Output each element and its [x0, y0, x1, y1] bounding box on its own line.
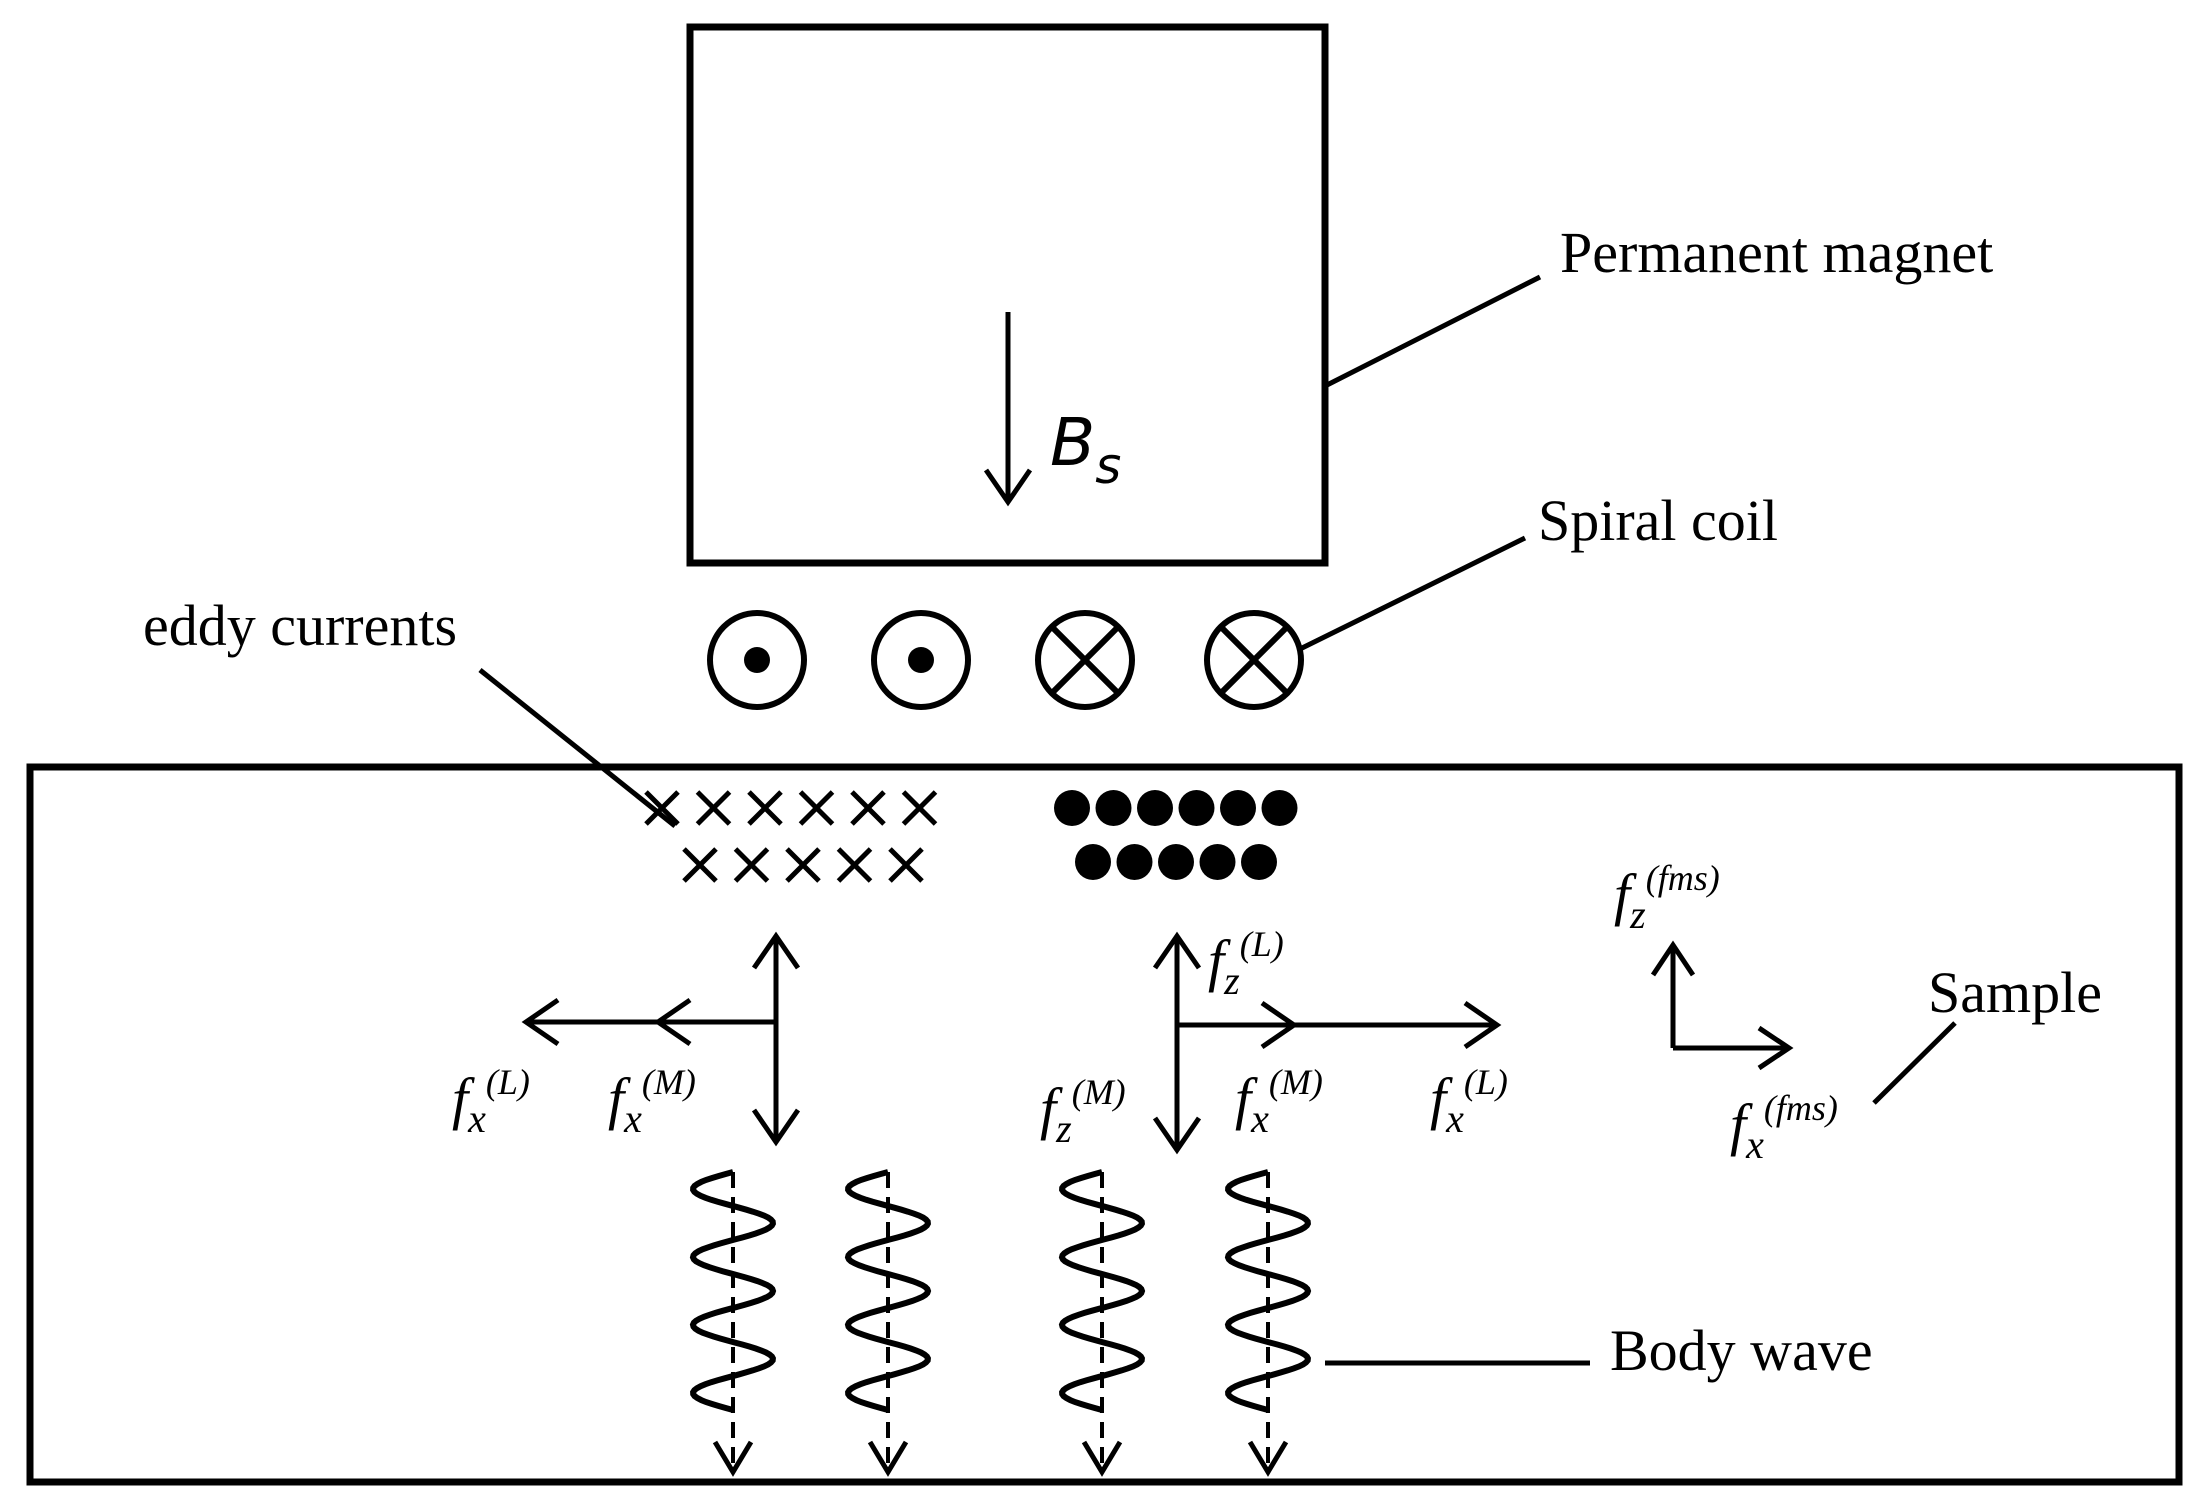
eddy-current-into-page-group — [644, 790, 938, 883]
eddy-currents-label: eddy currents — [143, 593, 457, 658]
eddy-cross-mark — [785, 847, 821, 883]
eddy-dot-mark — [1178, 790, 1215, 826]
body-wave-group — [689, 1169, 1312, 1477]
fx-M-right-label: fx(M) — [1235, 1062, 1323, 1141]
right-force-vectors — [1152, 931, 1502, 1155]
coil-conductor-4 — [1204, 610, 1304, 710]
coil-conductor-1 — [707, 610, 807, 710]
spiral-coil-label: Spiral coil — [1538, 488, 1778, 553]
eddy-cross-mark — [850, 790, 886, 826]
body-wave — [1058, 1169, 1146, 1477]
eddy-dot-mark — [1054, 790, 1090, 826]
coil-conductor-2 — [871, 610, 971, 710]
sample-label: Sample — [1928, 960, 2102, 1025]
field-label: Bs — [1050, 404, 1121, 495]
body-wave — [689, 1169, 777, 1477]
fms-axes — [1650, 940, 1794, 1071]
fx-L-right-label: fx(L) — [1430, 1062, 1508, 1141]
left-force-vectors — [521, 931, 801, 1147]
eddy-dot-mark — [1075, 844, 1111, 880]
eddy-cross-mark — [901, 790, 938, 826]
eddy-dot-mark — [1241, 844, 1277, 880]
permanent-magnet-block — [686, 23, 1329, 567]
eddy-dot-mark — [1199, 844, 1236, 880]
body-wave — [844, 1169, 932, 1477]
magnet-leader-line — [1325, 274, 1542, 388]
eddy-dot-mark — [1220, 790, 1256, 826]
eddy-cross-mark — [644, 790, 680, 826]
body-wave-label: Body wave — [1610, 1318, 1873, 1383]
eddy-cross-mark — [733, 847, 770, 883]
sample-block — [26, 763, 2183, 1486]
permanent-magnet-label: Permanent magnet — [1560, 220, 1993, 285]
body-wave — [1224, 1169, 1312, 1477]
eddy-dot-mark — [1261, 790, 1298, 826]
eddy-dot-mark — [1158, 844, 1194, 880]
eddy-dot-mark — [1137, 790, 1173, 826]
eddy-cross-mark — [682, 847, 718, 883]
eddy-cross-mark — [836, 847, 873, 883]
eddy-current-out-of-page-group — [1054, 790, 1298, 880]
fz-L-label: fz(L) — [1208, 924, 1284, 1003]
sample-leader-line — [1872, 1021, 1957, 1105]
eddy-dot-mark — [1116, 844, 1153, 880]
eddy-cross-mark — [798, 790, 835, 826]
eddy-cross-mark — [747, 790, 783, 826]
fx-L-left-label: fx(L) — [452, 1062, 530, 1141]
eddy-cross-mark — [888, 847, 924, 883]
coil-conductor-3 — [1035, 610, 1135, 710]
fx-fms-label: fx(fms) — [1730, 1088, 1838, 1167]
fx-M-left-label: fx(M) — [608, 1062, 696, 1141]
eddy-cross-mark — [695, 790, 732, 826]
fz-fms-label: fz(fms) — [1614, 858, 1720, 937]
fz-M-label: fz(M) — [1040, 1072, 1126, 1151]
field-arrow — [983, 312, 1033, 507]
eddy-dot-mark — [1095, 790, 1132, 826]
coil-leader-line — [1296, 535, 1527, 653]
eddy-leader-line — [478, 668, 677, 828]
